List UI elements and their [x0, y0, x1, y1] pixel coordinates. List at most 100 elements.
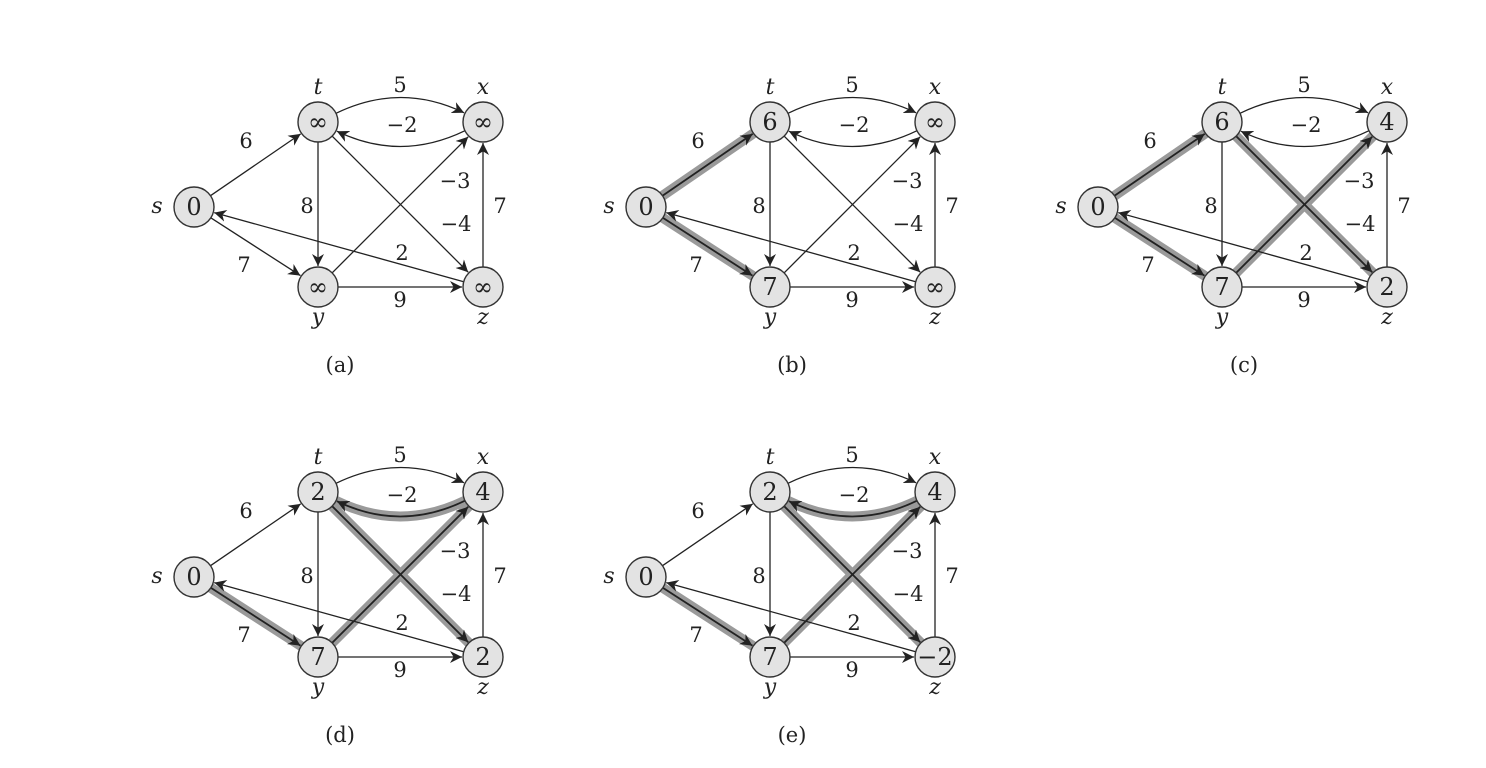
- edge-weight-zx: 7: [493, 194, 506, 218]
- vertex-t: [749, 471, 791, 513]
- edge-st: [662, 503, 754, 567]
- vertex-distance-x: 4: [927, 478, 942, 506]
- edge-weight-zx: 7: [1397, 194, 1410, 218]
- vertex-label-s: s: [603, 564, 614, 589]
- edge-zs: [214, 210, 464, 283]
- vertex-y: [749, 636, 791, 678]
- vertex-label-x: x: [929, 75, 942, 100]
- vertex-label-s: s: [151, 194, 162, 219]
- edge-weight-zs: 2: [847, 611, 860, 635]
- vertex-s: [173, 556, 215, 598]
- panel-caption: (e): [778, 723, 807, 747]
- panel-caption: (a): [326, 353, 355, 377]
- vertex-distance-z: 2: [475, 643, 490, 671]
- vertex-distance-s: 0: [1090, 193, 1105, 221]
- vertex-label-z: z: [928, 675, 941, 700]
- edge-tx: [335, 96, 465, 114]
- edge-weight-tz: −4: [441, 212, 472, 236]
- vertex-distance-y: 7: [762, 643, 777, 671]
- vertex-distance-t: 6: [762, 108, 777, 136]
- edge-weight-yz: 9: [845, 658, 858, 682]
- edge-xt: [788, 499, 918, 518]
- edge-weight-sy: 7: [689, 623, 702, 647]
- edge-weight-st: 6: [239, 129, 252, 153]
- vertex-distance-z: ∞: [925, 273, 945, 301]
- edge-weight-xt: −2: [387, 113, 418, 137]
- vertex-z: [914, 636, 956, 678]
- vertex-distance-t: 2: [762, 478, 777, 506]
- vertex-label-z: z: [928, 305, 941, 330]
- edge-weight-yz: 9: [393, 288, 406, 312]
- vertex-label-s: s: [151, 564, 162, 589]
- vertex-label-x: x: [1381, 75, 1394, 100]
- edge-weight-yx: −3: [892, 539, 923, 563]
- panel-caption: (c): [1230, 353, 1258, 377]
- vertex-label-x: x: [929, 445, 942, 470]
- edge-weight-yx: −3: [440, 169, 471, 193]
- vertex-x: [462, 471, 504, 513]
- edge-weight-ty: 8: [752, 564, 765, 588]
- vertex-s: [1077, 186, 1119, 228]
- edge-weight-tz: −4: [1345, 212, 1376, 236]
- edge-weight-ty: 8: [752, 194, 765, 218]
- edge-sy: [210, 587, 301, 647]
- edge-weight-zx: 7: [945, 194, 958, 218]
- vertex-label-y: y: [763, 305, 777, 330]
- edge-xt: [336, 499, 466, 518]
- vertex-t: [297, 471, 339, 513]
- vertex-distance-y: 7: [310, 643, 325, 671]
- edge-weight-xt: −2: [387, 483, 418, 507]
- edge-tz: [1235, 135, 1373, 273]
- edge-weight-sy: 7: [689, 253, 702, 277]
- edge-weight-st: 6: [239, 499, 252, 523]
- edge-weight-zs: 2: [395, 241, 408, 265]
- vertex-t: [749, 101, 791, 143]
- edge-sy: [1114, 217, 1205, 277]
- vertex-distance-s: 0: [638, 563, 653, 591]
- edge-zs: [666, 580, 916, 653]
- vertex-z: [462, 266, 504, 308]
- edge-st: [210, 133, 302, 197]
- vertex-label-s: s: [1055, 194, 1066, 219]
- vertex-label-y: y: [1215, 305, 1229, 330]
- vertex-distance-t: ∞: [308, 108, 328, 136]
- vertex-s: [625, 556, 667, 598]
- vertex-label-x: x: [477, 445, 490, 470]
- vertex-label-t: t: [766, 75, 775, 100]
- vertex-label-z: z: [476, 675, 489, 700]
- edge-sy: [662, 217, 753, 277]
- vertex-distance-s: 0: [186, 563, 201, 591]
- vertex-label-z: z: [1380, 305, 1393, 330]
- edge-weight-st: 6: [691, 129, 704, 153]
- edge-weight-yz: 9: [845, 288, 858, 312]
- edge-weight-xt: −2: [839, 483, 870, 507]
- vertex-t: [1201, 101, 1243, 143]
- edge-weight-ty: 8: [300, 564, 313, 588]
- edge-weight-zs: 2: [1299, 241, 1312, 265]
- edge-weight-zs: 2: [395, 611, 408, 635]
- vertex-z: [1366, 266, 1408, 308]
- edge-st: [1113, 133, 1206, 197]
- vertex-distance-s: 0: [186, 193, 201, 221]
- edge-weight-sy: 7: [1141, 253, 1154, 277]
- edge-weight-yx: −3: [1344, 169, 1375, 193]
- edge-weight-tx: 5: [1297, 73, 1310, 97]
- vertex-x: [914, 471, 956, 513]
- vertex-distance-t: 6: [1214, 108, 1229, 136]
- vertex-distance-x: ∞: [473, 108, 493, 136]
- vertex-y: [297, 266, 339, 308]
- vertex-label-y: y: [763, 675, 777, 700]
- vertex-distance-t: 2: [310, 478, 325, 506]
- edge-tz: [783, 505, 921, 643]
- vertex-distance-x: ∞: [925, 108, 945, 136]
- vertex-distance-x: 4: [1379, 108, 1394, 136]
- vertex-x: [914, 101, 956, 143]
- edge-weight-tx: 5: [845, 73, 858, 97]
- vertex-distance-z: ∞: [473, 273, 493, 301]
- edge-weight-xt: −2: [839, 113, 870, 137]
- vertex-distance-s: 0: [638, 193, 653, 221]
- vertex-z: [914, 266, 956, 308]
